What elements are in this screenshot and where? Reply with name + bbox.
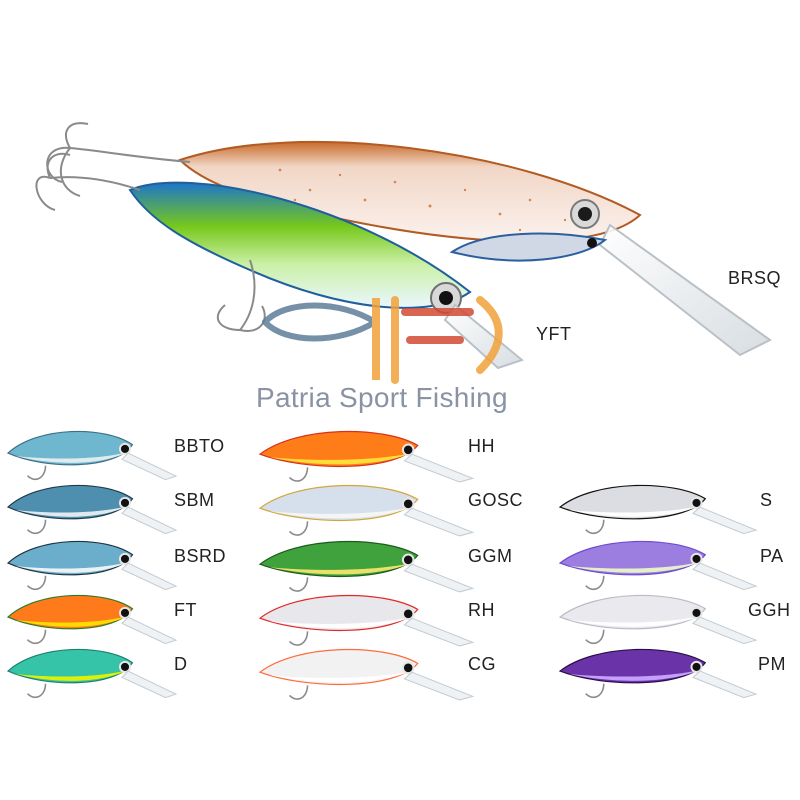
swatch-lure-sbm [6,484,178,535]
swatch-lure-d [6,648,178,699]
swatch-label-bbto: BBTO [174,436,225,456]
swatch-label-d: D [174,654,188,674]
swatch-lure-rh [258,594,475,647]
swatch-label-bsrd: BSRD [174,546,227,566]
swatch-label-cg: CG [468,654,496,674]
swatch-lure-gosc [258,484,475,537]
swatch-lure-ft [6,594,178,645]
brsq-label: BRSQ [728,268,782,288]
swatch-lure-ggh [558,594,758,645]
swatch-label-gosc: GOSC [468,490,524,510]
swatch-column-1 [6,430,178,699]
swatch-lure-bbto [6,430,178,481]
swatch-label-hh: HH [468,436,495,456]
swatch-label-ggm: GGM [468,546,513,566]
swatch-label-ggh: GGH [748,600,791,620]
swatch-column-3 [558,484,758,699]
watermark-text: Patria Sport Fishing [256,382,508,413]
patria-sport-fishing-logo-icon [262,296,503,384]
swatch-label-sbm: SBM [174,490,215,510]
swatch-lure-cg [258,648,475,701]
yft-lure [35,152,525,370]
swatch-lure-ggm [258,540,475,593]
swatch-label-ft: FT [174,600,197,620]
yft-hooks [35,152,266,332]
swatch-label-s: S [760,490,773,510]
swatch-label-pa: PA [760,546,784,566]
yft-label: YFT [536,324,572,344]
swatch-lure-pa [558,540,758,591]
swatch-lure-bsrd [6,540,178,591]
brsq-lure [46,122,772,357]
small-silver-lure [449,232,608,262]
swatch-column-2 [258,430,475,701]
swatch-lure-s [558,484,758,535]
swatch-label-rh: RH [468,600,495,620]
swatch-label-pm: PM [758,654,786,674]
swatch-lure-hh [258,430,475,483]
swatch-lure-pm [558,648,758,699]
